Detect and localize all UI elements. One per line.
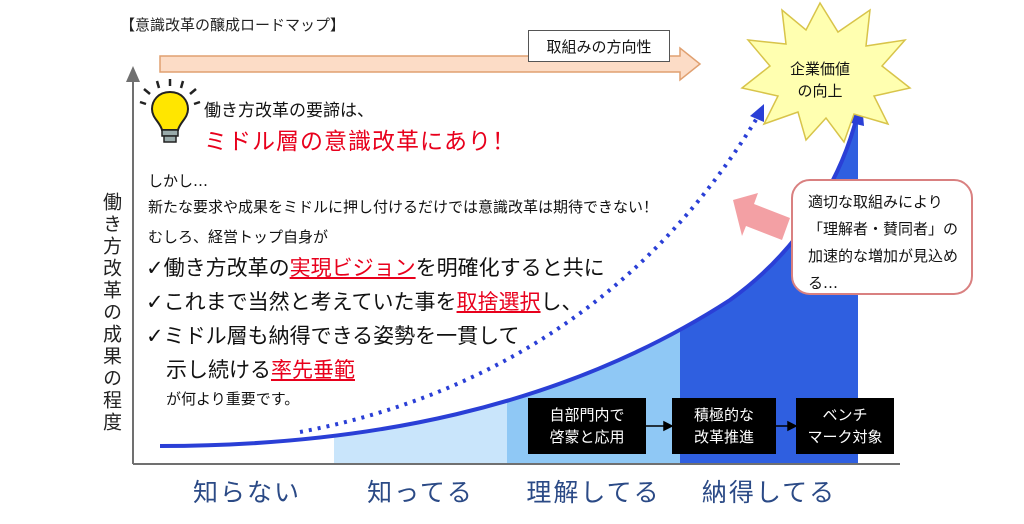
body-but: しかし… — [148, 172, 209, 190]
point-1-post: を明確化すると共に — [415, 256, 605, 280]
action-2-line2: 改革推進 — [693, 428, 754, 446]
action-1-line1: 自部門内で — [549, 406, 625, 424]
lightbulb-icon — [139, 79, 201, 143]
accelerated-curve — [299, 116, 759, 434]
point-1-pre: ✓働き方改革の — [146, 256, 290, 280]
goal-label-line1: 企業価値 — [789, 60, 850, 78]
stage-unknown: 知らない — [192, 478, 301, 507]
point-4-pre: 示し続ける — [166, 358, 271, 382]
direction-label: 取組みの方向性 — [528, 30, 670, 62]
action-box-benchmark: ベンチマーク対象 — [796, 398, 894, 454]
headline-line1: 働き方改革の要諦は、 — [204, 101, 374, 121]
page-title: 【意識改革の醸成ロードマップ】 — [120, 16, 346, 34]
y-axis-label: 働き方改革の成果の程度 — [100, 192, 122, 434]
action-3-line1: ベンチ — [822, 406, 868, 424]
y-axis-arrowhead — [126, 66, 140, 82]
point-1-emphasis: 実現ビジョン — [289, 256, 416, 280]
point-1: ✓働き方改革の実現ビジョンを明確化すると共に — [146, 252, 605, 282]
stage-understanding: 理解してる — [526, 478, 661, 507]
body-rather: むしろ、経営トップ自身が — [148, 228, 329, 246]
action-2-line1: 積極的な — [693, 406, 754, 424]
action-connectors — [646, 420, 798, 432]
action-box-in-department: 自部門内で啓蒙と応用 — [528, 398, 646, 454]
point-2-pre: ✓これまで当然と考えていた事を — [146, 290, 457, 314]
point-3: ✓ミドル層も納得できる姿勢を一貫して — [146, 324, 520, 348]
point-4: 示し続ける率先垂範 — [166, 354, 355, 384]
stage-convinced: 納得してる — [701, 478, 837, 507]
callout-box — [791, 179, 973, 295]
point-2-post: し、 — [540, 290, 583, 314]
body-problem: 新たな要求や成果をミドルに押し付けるだけでは意識改革は期待できない！ — [148, 198, 659, 216]
point-4-emphasis: 率先垂範 — [271, 358, 355, 382]
stage-knowing: 知ってる — [367, 478, 474, 507]
headline-line2: ミドル層の意識改革にあり！ — [204, 129, 516, 155]
goal-star — [740, 1, 912, 144]
action-box-reform: 積極的な改革推進 — [672, 398, 776, 454]
action-3-line2: マーク対象 — [807, 428, 883, 446]
point-2: ✓これまで当然と考えていた事を取捨選択し、 — [146, 286, 583, 316]
goal-label-line2: の向上 — [797, 82, 843, 100]
point-2-emphasis: 取捨選択 — [456, 290, 541, 314]
goal-label: 企業価値 の向上 — [770, 58, 870, 102]
body-closing: が何より重要です。 — [166, 390, 300, 408]
callout-arrow — [733, 193, 790, 240]
callout-text: 適切な取組みにより「理解者・賛同者」の加速的な増加が見込める… — [808, 193, 959, 292]
accelerated-curve-arrowhead — [750, 104, 764, 122]
action-1-line2: 啓蒙と応用 — [549, 428, 625, 446]
